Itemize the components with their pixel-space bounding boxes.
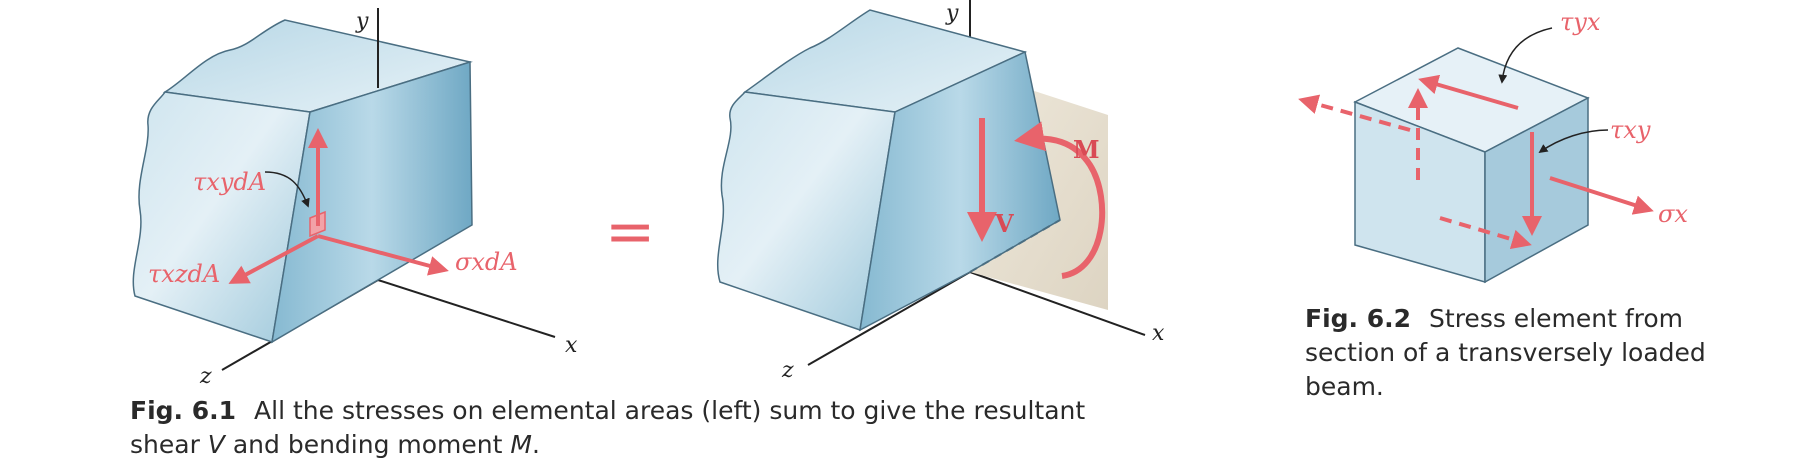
fig2-stress-element: τyx τxy σx xyxy=(1298,8,1688,284)
tau-xz-label: τxzdA xyxy=(148,260,220,288)
fig2-number: Fig. 6.2 xyxy=(1305,304,1412,333)
equals-sign: = xyxy=(605,197,655,267)
x-axis-line-right xyxy=(969,271,1146,336)
sigma-x-arrow xyxy=(317,234,449,276)
block-front-face-right xyxy=(716,91,896,331)
block-side-face-right xyxy=(859,50,1061,332)
z-axis-label-right: z xyxy=(781,358,794,383)
fig1-caption-text-b: and bending moment xyxy=(224,430,511,459)
tau-xy-label: τxydA xyxy=(193,168,266,196)
sigma-x-arrow-cube xyxy=(1549,176,1654,215)
fig2-caption-text: Stress element from section of a transve… xyxy=(1305,304,1706,401)
block-top-face xyxy=(162,19,473,113)
tau-xy-leader xyxy=(264,171,310,208)
moment-M-arrow xyxy=(1014,121,1106,279)
block-top-face-right xyxy=(742,9,1028,113)
fig1-caption-text-a: All the stresses on elemental areas (lef… xyxy=(130,396,1086,459)
x-axis-label: x xyxy=(565,333,578,358)
fig1-caption-text-c: . xyxy=(531,430,540,459)
x-axis-label-right: x xyxy=(1152,321,1165,346)
y-axis-label: y xyxy=(355,9,369,34)
x-axis-line xyxy=(377,279,556,338)
M-label: M xyxy=(1073,135,1100,164)
tau-xy-label-cube: τxy xyxy=(1610,116,1651,144)
hidden-edge xyxy=(969,219,1061,273)
sigma-x-label: σxdA xyxy=(455,248,518,276)
y-axis-label-right: y xyxy=(945,1,959,26)
tau-yx-arrow xyxy=(1418,74,1519,110)
fig1-right-block: y x z V M xyxy=(716,0,1165,383)
tau-yx-hidden-arrow xyxy=(1439,216,1532,250)
tau-xz-arrow xyxy=(228,234,319,284)
V-label: V xyxy=(994,209,1014,238)
fig1-left-block: y x z τxydA τxzdA σxdA xyxy=(132,8,578,389)
tau-yx-label: τyx xyxy=(1560,8,1601,36)
fig1-caption-V: V xyxy=(207,430,225,459)
sigma-x-label-cube: σx xyxy=(1658,200,1688,228)
block-front-face xyxy=(132,91,311,343)
tau-yx-leader xyxy=(1498,27,1553,84)
z-axis-line-right xyxy=(807,271,971,366)
fig1-number: Fig. 6.1 xyxy=(130,396,237,425)
tau-xy-leader-cube xyxy=(1538,129,1609,154)
z-axis-label: z xyxy=(199,364,212,389)
fig1-caption-M: M xyxy=(510,430,532,459)
